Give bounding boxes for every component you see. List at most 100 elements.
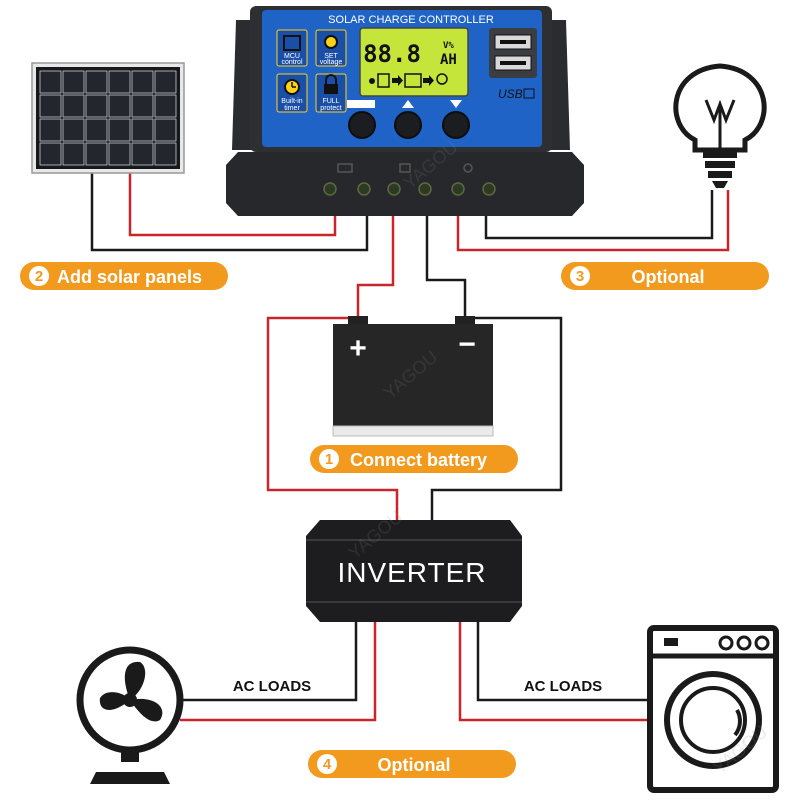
set-voltage-icon: SET voltage [315, 29, 347, 67]
charge-controller: SOLAR CHARGE CONTROLLER MCU control SET … [226, 6, 584, 216]
battery-negative-wire [425, 200, 467, 323]
solar-cell [39, 118, 62, 142]
step-2-label: Add solar panels [57, 267, 202, 287]
timer-icon: Built-in timer [276, 73, 308, 113]
battery-positive-wire [356, 200, 395, 323]
ac-loads-left-label: AC LOADS [233, 678, 311, 695]
fan-black-wire [180, 622, 358, 702]
lcd-unit-top: V% [443, 41, 454, 51]
wires [90, 172, 730, 722]
solar-cell [39, 142, 62, 166]
step-4-badge: 4 Optional [308, 750, 516, 778]
lcd-display: 88.8 V% AH [359, 27, 469, 97]
solar-cell [62, 94, 85, 118]
load-positive-wire [456, 190, 730, 252]
fan-red-wire [180, 622, 377, 722]
lock-icon: FULL protect [315, 73, 347, 113]
solar-cell [85, 142, 108, 166]
svg-text:MCU: MCU [284, 53, 300, 60]
step-4-number: 4 [323, 756, 332, 773]
lcd-unit-bottom: AH [440, 52, 457, 68]
controller-title: SOLAR CHARGE CONTROLLER [328, 14, 494, 26]
lcd-value: 88.8 [363, 40, 421, 68]
ac-loads-right-label: AC LOADS [524, 678, 602, 695]
svg-text:SET: SET [324, 53, 338, 60]
solar-cell [85, 94, 108, 118]
washing-machine-icon [647, 625, 779, 793]
step-2-number: 2 [35, 268, 43, 285]
solar-cell [154, 94, 177, 118]
down-arrow-icon [450, 100, 462, 108]
step-3-badge: 3 Optional [561, 262, 769, 290]
solar-panel [31, 62, 185, 174]
svg-text:FULL: FULL [322, 98, 339, 105]
solar-cell [62, 142, 85, 166]
battery-minus-sign: − [458, 328, 476, 361]
sun-icon [369, 78, 375, 84]
battery-mini-icon [404, 73, 422, 88]
terminal-symbols [337, 163, 473, 173]
solar-cell [131, 142, 154, 166]
solar-cell [108, 94, 131, 118]
step-3-label: Optional [632, 267, 705, 287]
fan-icon [76, 646, 184, 784]
solar-cell [108, 142, 131, 166]
inverter-negative-wire [430, 316, 563, 524]
up-button[interactable] [394, 111, 422, 139]
inverter-label: INVERTER [337, 557, 486, 588]
solar-negative-wire [90, 172, 369, 252]
step-2-badge: 2 Add solar panels [20, 262, 228, 290]
battery-plus-sign: + [349, 332, 367, 365]
terminal-load-negative[interactable] [482, 182, 496, 196]
usb-icon [523, 88, 535, 99]
usb-label: USB [498, 87, 523, 101]
svg-text:Built-in: Built-in [281, 98, 303, 105]
solar-cell [62, 118, 85, 142]
inverter-positive-wire [266, 316, 399, 524]
solar-cell [62, 70, 85, 94]
terminal-battery-positive[interactable] [387, 182, 401, 196]
terminal-load-positive[interactable] [451, 182, 465, 196]
solar-cell [131, 94, 154, 118]
washer-black-wire [476, 622, 650, 702]
step-3-number: 3 [576, 268, 584, 285]
menu-button[interactable] [348, 111, 376, 139]
bulb-mini-icon [436, 73, 448, 85]
solar-cell [154, 70, 177, 94]
solar-cell [108, 118, 131, 142]
solar-cell [108, 70, 131, 94]
step-4-label: Optional [378, 755, 451, 775]
washer-red-wire [458, 622, 650, 722]
step-1-badge: 1 Connect battery [310, 445, 518, 473]
up-arrow-icon [402, 100, 414, 108]
step-1-label: Connect battery [350, 450, 487, 470]
solar-cell [85, 118, 108, 142]
solar-cell [39, 70, 62, 94]
solar-cell [154, 142, 177, 166]
step-1-number: 1 [325, 451, 333, 468]
terminal-solar-positive[interactable] [323, 182, 337, 196]
mcu-control-icon: MCU control [276, 29, 308, 67]
solar-cell [85, 70, 108, 94]
solar-cell [154, 118, 177, 142]
terminal-solar-negative[interactable] [357, 182, 371, 196]
panel-mini-icon [377, 73, 390, 88]
solar-positive-wire [128, 172, 337, 237]
terminal-row [323, 182, 496, 196]
load-negative-wire [484, 190, 714, 240]
solar-cell [131, 118, 154, 142]
arrow-right-icon [392, 75, 403, 86]
arrow-right-icon [423, 75, 434, 86]
solar-cell [131, 70, 154, 94]
usb-ports[interactable] [489, 28, 537, 78]
svg-text:control: control [281, 59, 302, 66]
svg-text:timer: timer [284, 105, 300, 112]
down-button[interactable] [442, 111, 470, 139]
solar-cell [39, 94, 62, 118]
battery: + − [332, 316, 494, 437]
svg-text:voltage: voltage [320, 59, 343, 66]
inverter: INVERTER [306, 520, 522, 622]
light-bulb-icon [673, 63, 767, 188]
terminal-battery-negative[interactable] [418, 182, 432, 196]
